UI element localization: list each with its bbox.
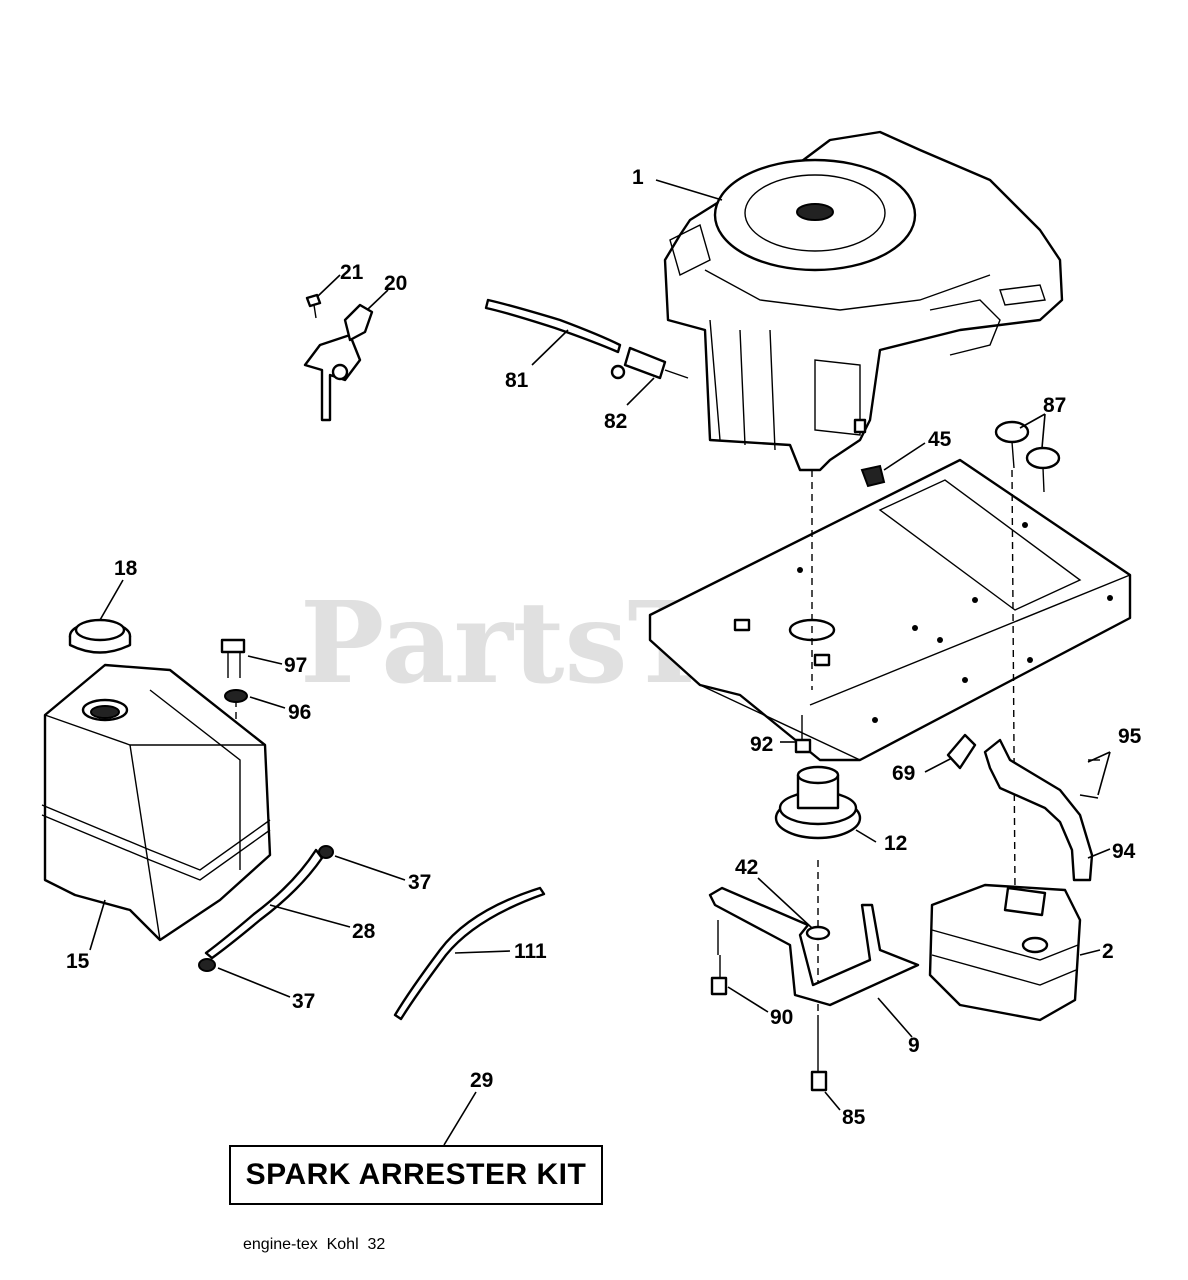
callout-18: 18 [114, 557, 138, 580]
callout-37-top: 37 [408, 871, 431, 894]
throttle-bracket-part[interactable] [303, 303, 374, 422]
callout-81: 81 [505, 369, 529, 392]
fuel-tank-part[interactable] [41, 663, 272, 942]
bolt-97-part[interactable] [220, 638, 246, 678]
callout-37-bottom: 37 [292, 990, 315, 1013]
bolt-92-part[interactable] [794, 715, 812, 754]
callout-28: 28 [352, 920, 376, 943]
alignment-line [1011, 469, 1016, 891]
callout-97: 97 [284, 654, 307, 677]
pulley-part[interactable] [774, 765, 862, 840]
callout-87: 87 [1043, 394, 1066, 417]
clamp-37-bottom-part[interactable] [198, 958, 216, 972]
callout-111: 111 [514, 940, 547, 963]
bolt-21-part[interactable] [305, 293, 322, 319]
callout-94: 94 [1112, 840, 1136, 863]
callout-45: 45 [928, 428, 952, 451]
gasket-part[interactable] [946, 733, 977, 770]
bolt-85-part[interactable] [810, 1015, 828, 1092]
spark-arrester-kit-label: SPARK ARRESTER KIT [245, 1158, 587, 1191]
diagram-footer-code: engine-tex Kohl 32 [243, 1236, 386, 1253]
washer-42-part[interactable] [805, 925, 831, 941]
washer-96-part[interactable] [224, 689, 248, 703]
muffler-part[interactable] [928, 883, 1082, 1022]
callout-42: 42 [735, 856, 758, 879]
callout-1: 1 [632, 166, 644, 189]
callout-21: 21 [340, 261, 364, 284]
callout-95: 95 [1118, 725, 1142, 748]
hose-111-part[interactable] [393, 886, 546, 1021]
fuel-line-part[interactable] [484, 298, 622, 354]
callout-20: 20 [384, 272, 407, 295]
callout-12: 12 [884, 832, 907, 855]
nut-45-part[interactable] [860, 464, 886, 488]
fuel-line-28-part[interactable] [204, 848, 324, 960]
callout-90: 90 [770, 1006, 793, 1029]
clamp-37-top-part[interactable] [318, 845, 334, 859]
callout-82: 82 [604, 410, 627, 433]
callout-2: 2 [1102, 940, 1114, 963]
leader-lines [89, 179, 1111, 1146]
fuel-filter-part[interactable] [610, 346, 689, 380]
callout-96: 96 [288, 701, 311, 724]
callout-85: 85 [842, 1106, 866, 1129]
engine-part[interactable] [663, 130, 1064, 472]
callout-29: 29 [470, 1069, 493, 1092]
exhaust-pipe-part[interactable] [983, 738, 1100, 882]
frame-plate-part[interactable] [648, 458, 1132, 762]
nut-87-part[interactable] [994, 420, 1061, 493]
spark-arrester-kit-box[interactable]: SPARK ARRESTER KIT [229, 1145, 603, 1205]
callout-92: 92 [750, 733, 773, 756]
callout-69: 69 [892, 762, 915, 785]
bolt-90-part[interactable] [710, 920, 728, 996]
gas-cap-part[interactable] [68, 618, 132, 654]
muffler-bracket-part[interactable] [708, 886, 920, 1007]
callout-15: 15 [66, 950, 90, 973]
callout-9: 9 [908, 1034, 920, 1057]
